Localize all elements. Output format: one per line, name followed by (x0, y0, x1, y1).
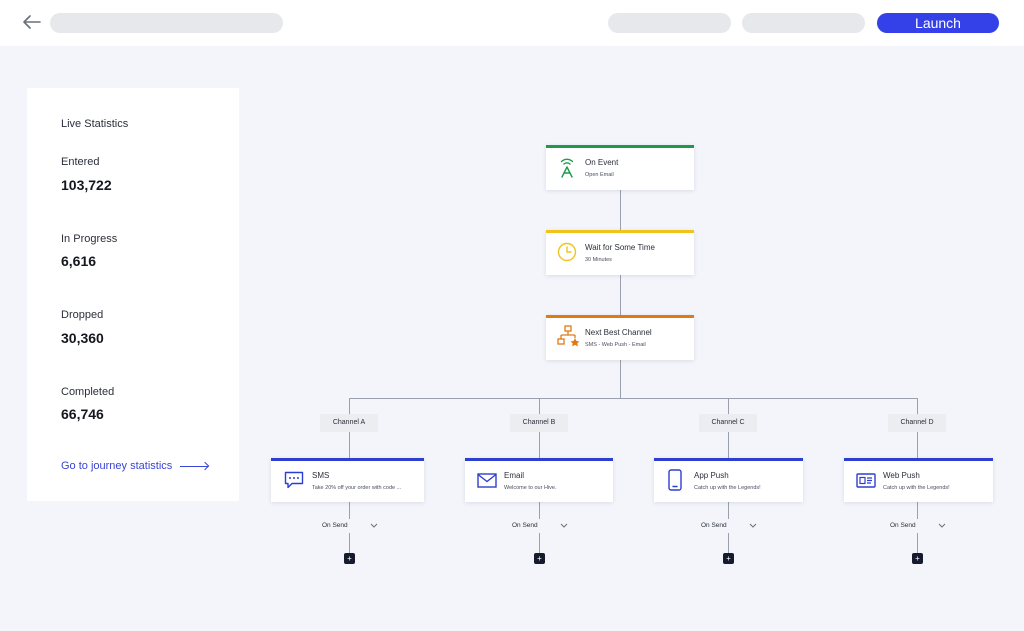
live-statistics-panel: Live Statistics Entered 103,722 In Progr… (27, 88, 239, 501)
stat-value-in-progress: 6,616 (61, 253, 97, 269)
wait-node[interactable]: Wait for Some Time 30 Minutes (546, 230, 694, 275)
channel-c-label[interactable]: Channel C (699, 414, 757, 432)
email-node[interactable]: Email Welcome to our Hive. (465, 458, 613, 502)
launch-button[interactable]: Launch (877, 13, 999, 33)
node-subtitle: Open Email (585, 172, 614, 178)
node-subtitle: Take 20% off your order with code ... (312, 485, 402, 491)
node-title: SMS (312, 471, 330, 480)
phone-icon (668, 469, 682, 491)
node-subtitle: Catch up with the Legends! (883, 485, 950, 491)
sms-icon (284, 471, 304, 489)
stat-label-in-progress: In Progress (61, 233, 118, 245)
top-bar: Launch (0, 0, 1024, 46)
app-push-node[interactable]: App Push Catch up with the Legends! (654, 458, 803, 502)
node-accent-bar (844, 458, 993, 461)
antenna-icon (560, 158, 574, 178)
node-accent-bar (465, 458, 613, 461)
node-title: Email (504, 471, 525, 480)
on-send-label: On Send (701, 522, 727, 529)
node-title: Wait for Some Time (585, 243, 655, 252)
journey-name-placeholder[interactable] (50, 13, 283, 33)
add-step-button[interactable]: + (344, 553, 355, 564)
web-push-node[interactable]: Web Push Catch up with the Legends! (844, 458, 993, 502)
stat-label-dropped: Dropped (61, 309, 104, 321)
channel-d-label[interactable]: Channel D (888, 414, 946, 432)
node-title: App Push (694, 471, 729, 480)
arrow-right-icon (180, 465, 209, 467)
add-step-button[interactable]: + (534, 553, 545, 564)
chevron-down-icon (938, 523, 946, 528)
chevron-down-icon (749, 523, 757, 528)
channel-b-label[interactable]: Channel B (510, 414, 568, 432)
node-subtitle: SMS - Web Push - Email (585, 342, 646, 348)
on-send-dropdown[interactable]: On Send (512, 519, 570, 533)
connector (620, 275, 621, 315)
back-button[interactable] (22, 13, 42, 33)
connector (349, 398, 918, 399)
journey-statistics-link-label: Go to journey statistics (61, 460, 173, 472)
on-send-dropdown[interactable]: On Send (701, 519, 759, 533)
connector (620, 360, 621, 398)
clock-icon (557, 242, 577, 262)
sms-node[interactable]: SMS Take 20% off your order with code ..… (271, 458, 424, 502)
node-title: Web Push (883, 471, 920, 480)
header-action-placeholder-1[interactable] (608, 13, 731, 33)
header-action-placeholder-2[interactable] (742, 13, 865, 33)
trigger-node[interactable]: On Event Open Email (546, 145, 694, 190)
node-title: Next Best Channel (585, 328, 652, 337)
node-accent-bar (546, 315, 694, 318)
stat-value-entered: 103,722 (61, 177, 112, 193)
node-accent-bar (271, 458, 424, 461)
arrow-left-icon (23, 15, 41, 29)
connector (620, 190, 621, 230)
stat-label-completed: Completed (61, 386, 115, 398)
journey-statistics-link[interactable]: Go to journey statistics (61, 460, 209, 472)
stat-value-dropped: 30,360 (61, 330, 104, 346)
envelope-icon (477, 473, 497, 488)
node-accent-bar (546, 145, 694, 148)
add-step-button[interactable]: + (723, 553, 734, 564)
on-send-dropdown[interactable]: On Send (890, 519, 948, 533)
on-send-label: On Send (322, 522, 348, 529)
browser-icon (856, 473, 876, 488)
node-accent-bar (546, 230, 694, 233)
add-step-button[interactable]: + (912, 553, 923, 564)
stat-label-entered: Entered (61, 156, 100, 168)
chevron-down-icon (370, 523, 378, 528)
node-title: On Event (585, 158, 619, 167)
node-accent-bar (654, 458, 803, 461)
on-send-dropdown[interactable]: On Send (322, 519, 380, 533)
decision-node[interactable]: Next Best Channel SMS - Web Push - Email (546, 315, 694, 360)
on-send-label: On Send (512, 522, 538, 529)
on-send-label: On Send (890, 522, 916, 529)
hierarchy-icon (557, 325, 579, 347)
node-subtitle: 30 Minutes (585, 257, 612, 263)
stat-value-completed: 66,746 (61, 406, 104, 422)
panel-title: Live Statistics (61, 118, 129, 130)
channel-a-label[interactable]: Channel A (320, 414, 378, 432)
node-subtitle: Catch up with the Legends! (694, 485, 761, 491)
node-subtitle: Welcome to our Hive. (504, 485, 557, 491)
chevron-down-icon (560, 523, 568, 528)
